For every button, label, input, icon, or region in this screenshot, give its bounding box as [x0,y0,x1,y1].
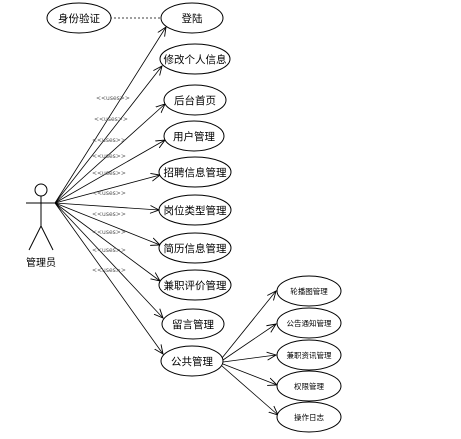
association-line [54,66,162,204]
use-case-login[interactable]: 登陆 [160,2,224,34]
uses-label: <<uses>> [92,137,126,144]
use-case-public-management[interactable]: 公共管理 [160,345,224,377]
sub-case-label: 兼职资讯管理 [287,350,332,360]
association-line [54,202,160,245]
uses-label: <<uses>> [92,190,126,197]
use-case-label: 登陆 [182,12,203,25]
sub-case-layer: 轮播图管理 公告通知管理 兼职资讯管理 权限管理 操作日志 [276,275,342,433]
association-line [54,104,165,204]
use-case-label: 公共管理 [171,355,213,368]
use-case-user-management[interactable]: 用户管理 [163,120,225,152]
use-case-recruitment-info[interactable]: 招聘信息管理 [158,156,232,188]
uses-label: <<uses>> [92,211,126,218]
sub-case-announcement[interactable]: 公告通知管理 [276,307,342,339]
uses-label: <<uses>> [92,247,126,254]
use-case-label: 后台首页 [174,94,216,107]
use-case-resume-info[interactable]: 简历信息管理 [158,232,232,264]
sub-case-lines [221,291,278,415]
sub-case-permissions[interactable]: 权限管理 [276,370,342,402]
association-line [54,27,166,204]
actor-label: 管理员 [26,256,56,269]
association-line [54,202,163,318]
sub-case-label: 轮播图管理 [290,286,328,296]
use-case-label: 岗位类型管理 [164,204,227,217]
use-case-edit-profile[interactable]: 修改个人信息 [159,43,231,75]
sub-case-carousel[interactable]: 轮播图管理 [276,275,342,307]
use-case-message-management[interactable]: 留言管理 [161,308,225,340]
use-case-parttime-review[interactable]: 兼职评价管理 [158,269,232,301]
use-case-layer: 登陆 修改个人信息 后台首页 用户管理 招聘信息管理 岗位类型管理 简历信息管理 [158,2,232,377]
uses-label: <<uses>> [96,95,130,102]
use-case-label: 修改个人信息 [164,53,227,66]
use-case-dashboard[interactable]: 后台首页 [163,84,227,116]
uses-label: <<uses>> [92,267,126,274]
uses-label: <<uses>> [92,229,126,236]
uses-label: <<uses>> [92,170,126,177]
use-case-label: 招聘信息管理 [164,166,227,179]
use-case-label: 留言管理 [172,318,214,331]
sub-case-operation-log[interactable]: 操作日志 [276,401,342,433]
association-lines: <<uses>> <<uses>> <<uses>> <<uses>> <<uses>>… [54,27,166,354]
identity-label: 身份验证 [58,12,100,25]
uses-label: <<uses>> [94,116,128,123]
actor-figure [26,183,56,251]
association-line [54,140,165,204]
association-line [54,202,163,354]
uses-label: <<uses>> [92,153,126,160]
sub-case-label: 权限管理 [294,381,324,391]
use-case-label: 用户管理 [173,130,215,143]
association-line [54,202,160,281]
sub-case-parttime-news[interactable]: 兼职资讯管理 [276,339,342,371]
use-case-label: 兼职评价管理 [164,279,227,292]
identity-verification: 身份验证 [46,2,160,34]
sub-case-label: 公告通知管理 [287,318,332,328]
association-line [54,202,159,210]
association-line [54,175,160,204]
use-case-job-type[interactable]: 岗位类型管理 [158,194,232,226]
use-case-label: 简历信息管理 [164,242,227,255]
sub-case-label: 操作日志 [294,412,324,422]
